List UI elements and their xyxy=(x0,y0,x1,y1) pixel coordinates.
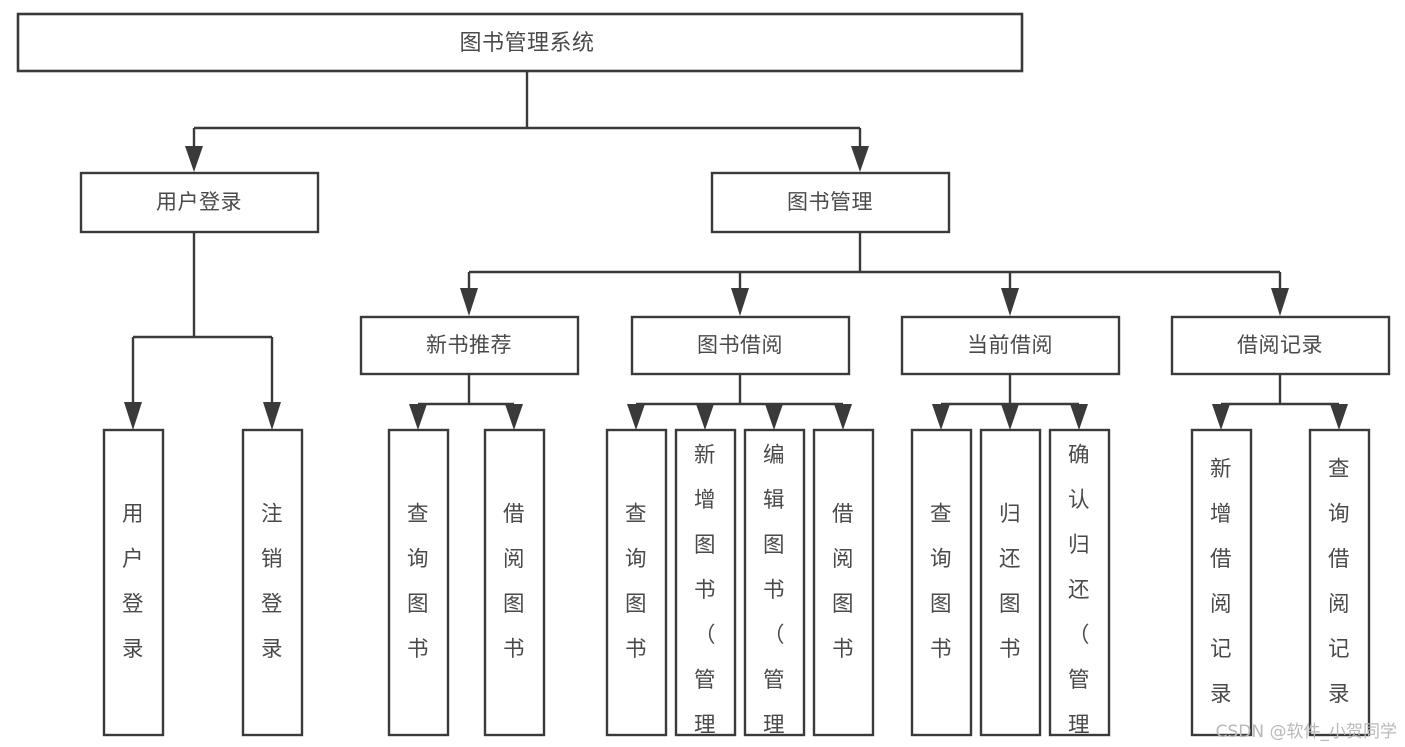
arrow-to-book-manage xyxy=(851,146,869,172)
connector-root-to-level2 xyxy=(185,71,869,172)
connector-bookborrow-to-leaves xyxy=(627,374,852,430)
leaf-user-login-login[interactable]: 用户登录 xyxy=(102,428,165,737)
leaf-newbook-query-book-label: 查询图书 xyxy=(407,502,429,662)
leaf-currentborrow-confirm-return[interactable]: 确认归还（管理员） xyxy=(1048,428,1111,747)
node-user-login-label: 用户登录 xyxy=(156,190,242,214)
leaf-borrowrecord-add-record-label: 新增借阅记录 xyxy=(1210,457,1232,707)
leaf-currentborrow-return-book-label: 归还图书 xyxy=(999,502,1021,662)
leaf-user-login-logout[interactable]: 注销登录 xyxy=(241,428,304,737)
node-book-borrow[interactable]: 图书借阅 xyxy=(630,315,851,376)
node-new-book-recommend-label: 新书推荐 xyxy=(426,333,512,357)
connector-borrowrecord-to-leaves xyxy=(1212,374,1348,430)
leaf-newbook-borrow-book-label: 借阅图书 xyxy=(503,502,525,662)
leaf-bookborrow-query-book-label: 查询图书 xyxy=(625,502,647,662)
leaf-bookborrow-add-book[interactable]: 新增图书（管理员） xyxy=(674,428,737,747)
node-root-label: 图书管理系统 xyxy=(459,31,594,56)
leaf-user-login-logout-label: 注销登录 xyxy=(261,502,283,662)
node-new-book-recommend[interactable]: 新书推荐 xyxy=(359,315,580,376)
leaf-user-login-login-label: 用户登录 xyxy=(122,502,144,662)
leaf-borrowrecord-add-record[interactable]: 新增借阅记录 xyxy=(1190,428,1253,737)
leaf-newbook-borrow-book[interactable]: 借阅图书 xyxy=(483,428,546,737)
node-current-borrow[interactable]: 当前借阅 xyxy=(900,315,1121,376)
leaf-bookborrow-borrow-book[interactable]: 借阅图书 xyxy=(812,428,875,737)
node-borrow-record[interactable]: 借阅记录 xyxy=(1170,315,1391,376)
leaf-currentborrow-confirm-return-label: 确认归还（管理员） xyxy=(1068,443,1090,747)
node-book-management[interactable]: 图书管理 xyxy=(710,171,951,234)
node-book-borrow-label: 图书借阅 xyxy=(697,333,783,357)
node-root-system[interactable]: 图书管理系统 xyxy=(16,12,1024,73)
leaf-borrowrecord-query-record[interactable]: 查询借阅记录 xyxy=(1308,428,1371,737)
leaf-bookborrow-edit-book-label: 编辑图书（管理员） xyxy=(763,443,785,747)
leaf-bookborrow-edit-book[interactable]: 编辑图书（管理员） xyxy=(743,428,806,747)
leaf-borrowrecord-query-record-label: 查询借阅记录 xyxy=(1328,457,1350,707)
node-current-borrow-label: 当前借阅 xyxy=(967,333,1053,357)
connector-userlogin-to-leaves xyxy=(124,232,281,430)
leaf-bookborrow-add-book-label: 新增图书（管理员） xyxy=(694,443,716,747)
leaf-bookborrow-query-book[interactable]: 查询图书 xyxy=(605,428,668,737)
leaf-currentborrow-query-book[interactable]: 查询图书 xyxy=(910,428,973,737)
node-book-management-label: 图书管理 xyxy=(787,190,873,214)
connector-newbook-to-leaves xyxy=(409,374,523,430)
arrow-to-user-login xyxy=(185,146,203,172)
connector-currentborrow-to-leaves xyxy=(932,374,1088,430)
node-user-login[interactable]: 用户登录 xyxy=(79,171,320,234)
leaf-currentborrow-return-book[interactable]: 归还图书 xyxy=(979,428,1042,737)
connector-bookmanage-to-level3 xyxy=(460,232,1289,316)
node-borrow-record-label: 借阅记录 xyxy=(1237,333,1323,357)
leaf-bookborrow-borrow-book-label: 借阅图书 xyxy=(832,502,854,662)
leaf-newbook-query-book[interactable]: 查询图书 xyxy=(387,428,450,737)
leaf-currentborrow-query-book-label: 查询图书 xyxy=(930,502,952,662)
csdn-watermark: CSDN @软件_小贺同学 xyxy=(1215,722,1397,742)
